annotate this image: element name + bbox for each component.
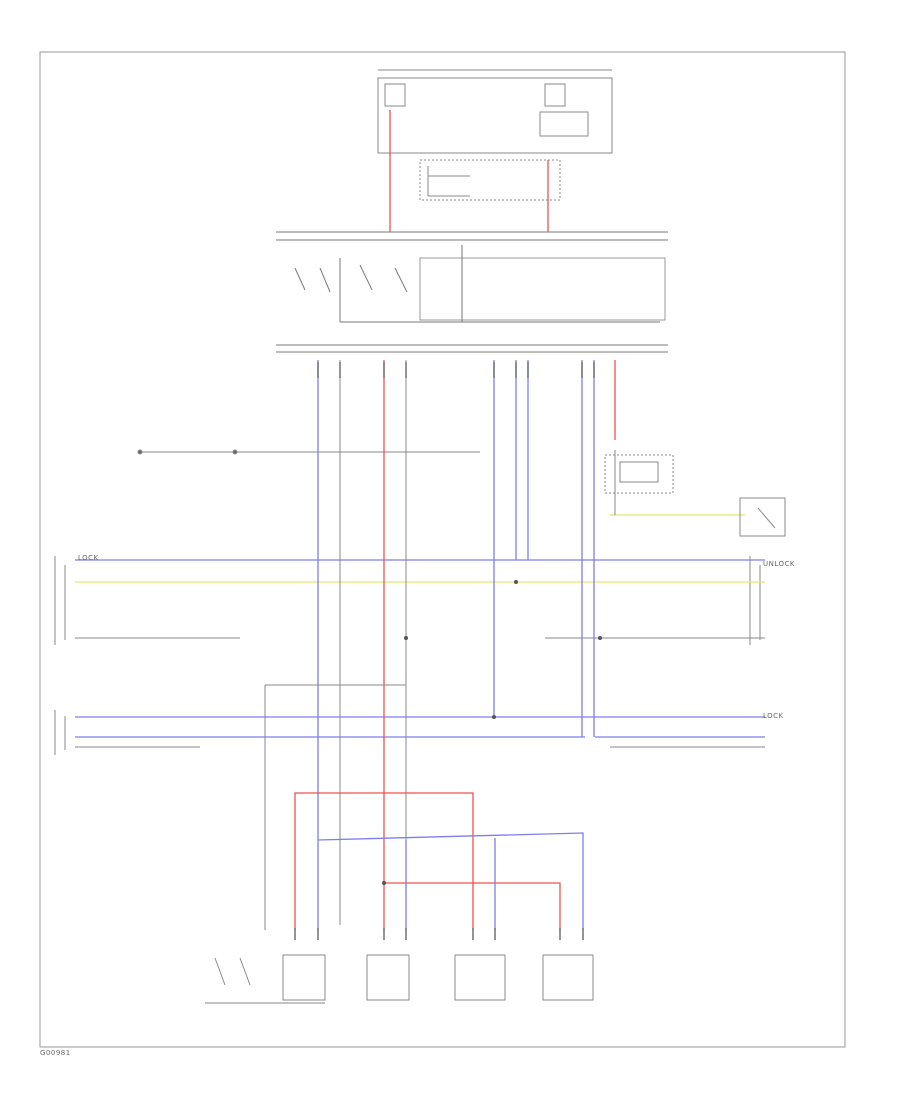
- wire-harness: [75, 514, 765, 748]
- actuator-harness: [294, 792, 584, 930]
- actuators: [205, 954, 594, 1004]
- connector-label-lock-left: LOCK: [78, 554, 99, 562]
- left-door-switches: [54, 556, 761, 755]
- ground-row: [137, 449, 480, 455]
- connector-label-unlock-right: UNLOCK: [763, 560, 795, 568]
- vertical-wires: [264, 110, 616, 930]
- connector-label-lock-right: LOCK: [763, 712, 784, 720]
- splice-points: [382, 580, 602, 885]
- diagram-code: G00981: [40, 1049, 71, 1057]
- diagram-frame: [39, 51, 846, 1048]
- relay-right: [604, 454, 786, 537]
- connector-ticks: [294, 362, 595, 940]
- fuse-block: [377, 69, 613, 201]
- control-module: [276, 231, 668, 353]
